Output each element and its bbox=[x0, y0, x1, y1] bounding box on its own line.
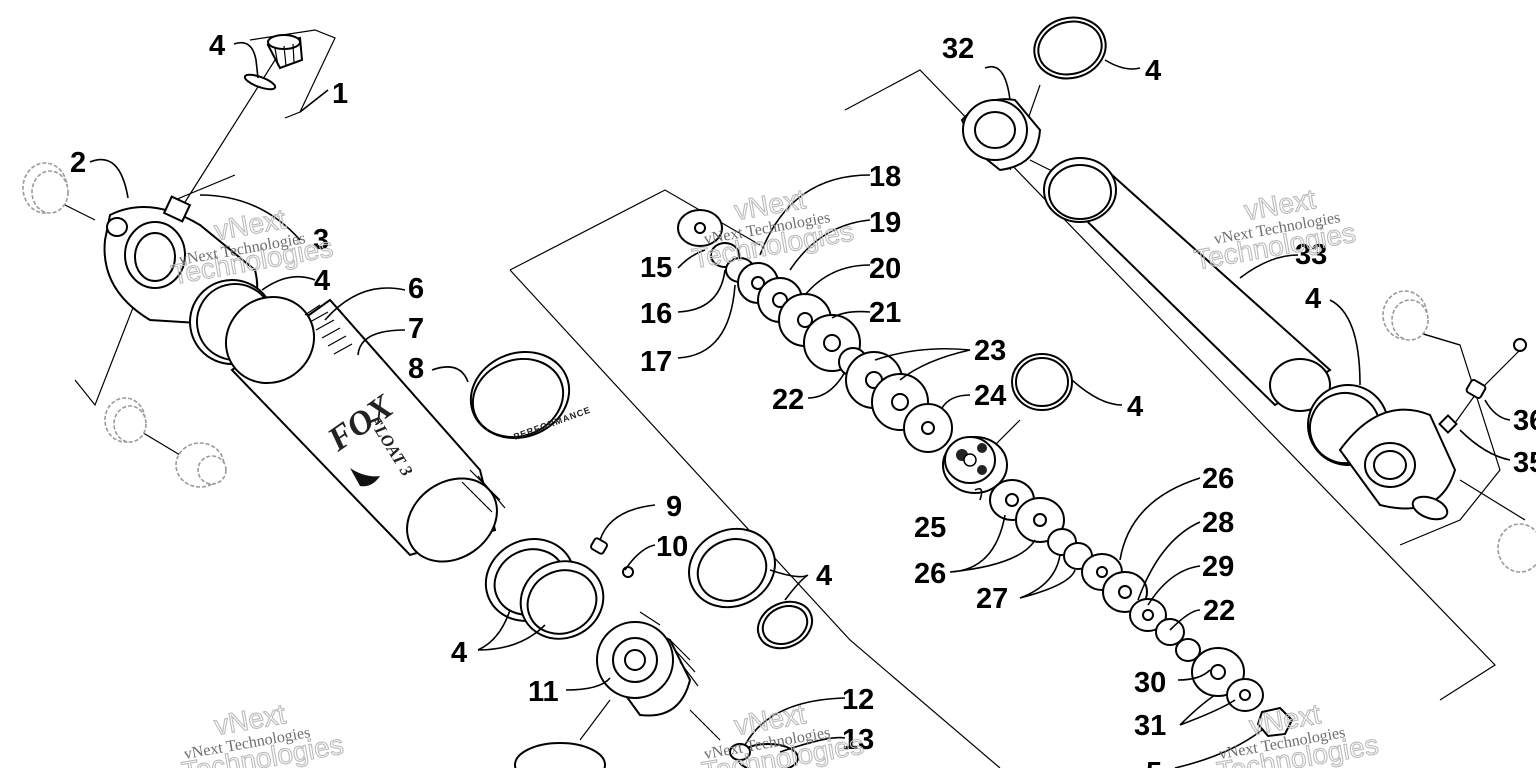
eyelet-bushing-ghost bbox=[22, 162, 227, 488]
callout-2: 2 bbox=[70, 147, 86, 179]
callout-25: 25 bbox=[914, 512, 946, 544]
callout-36: 36 bbox=[1513, 405, 1536, 437]
callout-4c: 4 bbox=[451, 637, 467, 669]
callout-11: 11 bbox=[528, 676, 559, 708]
bottom-fragments bbox=[514, 742, 799, 768]
callout-24: 24 bbox=[974, 380, 1006, 412]
callout-35: 35 bbox=[1513, 447, 1536, 479]
callout-10: 10 bbox=[656, 531, 688, 563]
seal-stack-lower bbox=[484, 538, 605, 640]
shim-stack-upper bbox=[677, 209, 953, 453]
callout-21: 21 bbox=[869, 297, 901, 329]
callout-4b: 4 bbox=[314, 265, 330, 297]
callout-26a: 26 bbox=[1202, 463, 1234, 495]
callout-29: 29 bbox=[1202, 551, 1234, 583]
callout-6: 6 bbox=[408, 273, 424, 305]
callout-30: 30 bbox=[1134, 667, 1166, 699]
callout-16: 16 bbox=[640, 298, 672, 330]
callout-33: 33 bbox=[1295, 239, 1327, 271]
air-sleeve bbox=[224, 295, 506, 563]
callout-4a: 4 bbox=[209, 30, 225, 62]
callout-12: 12 bbox=[842, 684, 874, 716]
callout-4f: 4 bbox=[1145, 55, 1161, 87]
watermark-3: vNext Technologies vNext Technologies bbox=[1191, 183, 1358, 277]
lower-eyelet-bushing bbox=[1382, 290, 1536, 573]
reservoir-tube bbox=[1043, 157, 1332, 412]
watermark-1: vNext Technologies vNext Technologies bbox=[168, 203, 335, 291]
watermark-6: vNext Technologies vNext Technologies bbox=[1214, 698, 1381, 768]
callout-4d: 4 bbox=[816, 560, 832, 592]
callout-labels: 1 2 3 4 4 4 4 4 4 4 4 4 5 6 7 8 9 10 11 … bbox=[70, 30, 1536, 768]
callout-23: 23 bbox=[974, 335, 1006, 367]
callout-9: 9 bbox=[666, 491, 682, 523]
seal-ring-small bbox=[590, 537, 634, 578]
shim-stack-lower bbox=[989, 479, 1294, 738]
callout-17: 17 bbox=[640, 346, 672, 378]
callout-5: 5 bbox=[1146, 757, 1162, 768]
outline-piston-box-bottom bbox=[509, 269, 1001, 768]
outline-right-box bbox=[844, 69, 1496, 701]
main-piston bbox=[942, 436, 1008, 494]
callout-20: 20 bbox=[869, 253, 901, 285]
callout-22b: 22 bbox=[1203, 595, 1235, 627]
callout-4e: 4 bbox=[1127, 391, 1143, 423]
reservoir-cap bbox=[960, 98, 1042, 172]
callout-28: 28 bbox=[1202, 507, 1234, 539]
callout-18: 18 bbox=[869, 161, 901, 193]
leader-lines bbox=[89, 41, 1511, 768]
callout-32: 32 bbox=[942, 33, 974, 65]
callout-13: 13 bbox=[842, 724, 874, 756]
callout-1: 1 bbox=[332, 78, 348, 110]
watermark-4: vNext Technologies vNext Technologies bbox=[179, 698, 346, 768]
callout-26b: 26 bbox=[914, 558, 946, 590]
reservoir-o-ring-inner bbox=[1037, 20, 1103, 76]
piston-o-ring-inner bbox=[1015, 357, 1069, 407]
callout-7: 7 bbox=[408, 313, 424, 345]
callout-8: 8 bbox=[408, 353, 424, 385]
watermark-5: vNext Technologies vNext Technologies bbox=[699, 698, 866, 768]
callout-4g: 4 bbox=[1305, 283, 1321, 315]
callout-19: 19 bbox=[869, 207, 901, 239]
callout-27: 27 bbox=[976, 583, 1008, 615]
callout-22a: 22 bbox=[772, 384, 804, 416]
callout-15: 15 bbox=[640, 252, 672, 284]
bracket-part-1 bbox=[249, 29, 336, 119]
valve-cap bbox=[243, 34, 304, 91]
outline-piston-box-left bbox=[509, 189, 761, 271]
callout-31: 31 bbox=[1134, 710, 1166, 742]
callout-3: 3 bbox=[313, 224, 329, 256]
lower-eyelet bbox=[1307, 384, 1457, 521]
seal-stack-right bbox=[688, 527, 814, 650]
piston-head bbox=[596, 621, 699, 717]
fox-tail-icon bbox=[350, 468, 380, 487]
lower-valve-parts bbox=[1438, 338, 1527, 434]
performance-ring: PERFORMANCE bbox=[469, 350, 592, 442]
